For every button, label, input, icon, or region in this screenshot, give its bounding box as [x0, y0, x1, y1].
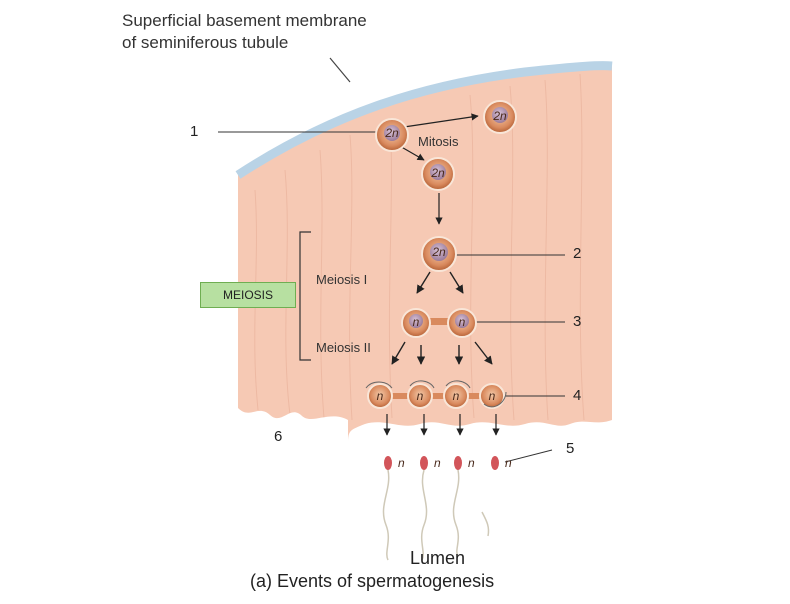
- tissue-edge: [238, 408, 348, 444]
- meiosis1-arrow-left: [416, 271, 431, 294]
- daughter-cell-top: 2n: [483, 100, 517, 134]
- svg-text:n: n: [377, 389, 384, 403]
- meiosis-bracket: [299, 231, 311, 361]
- daughter-bottom-ploidy: 2n: [430, 166, 445, 180]
- membrane-label-line2: of seminiferous tubule: [122, 33, 289, 52]
- callout-3: 3: [573, 313, 582, 330]
- spermatogonium-ploidy: 2n: [384, 126, 399, 140]
- callout-4: 4: [573, 387, 582, 404]
- spermatogonium-cell: 2n: [375, 118, 409, 152]
- sperm-3: n: [452, 456, 475, 557]
- secondary-left-ploidy: n: [413, 315, 420, 329]
- leader-5: [504, 449, 553, 463]
- sperm-1: n: [382, 456, 405, 561]
- basement-membrane: [235, 61, 613, 179]
- meiosis1-arrow-right: [449, 271, 464, 294]
- callout-2: 2: [573, 245, 582, 262]
- mitosis-arrow-top: [403, 113, 479, 128]
- figure-caption: (a) Events of spermatogenesis: [250, 571, 495, 591]
- svg-text:n: n: [434, 456, 441, 470]
- spermatid-3: n: [443, 380, 471, 409]
- svg-text:n: n: [417, 389, 424, 403]
- meiosis-2-label: Meiosis II: [316, 340, 371, 355]
- spermatid-1: n: [365, 381, 393, 409]
- daughter-cell-bottom: 2n: [421, 157, 455, 191]
- sperm-cells: n n n n: [382, 456, 512, 561]
- callout-1: 1: [190, 123, 199, 140]
- meiosis-1-label: Meiosis I: [316, 272, 368, 287]
- primary-spermatocyte: 2n: [421, 236, 457, 272]
- svg-text:n: n: [398, 456, 405, 470]
- spermatid-4: n: [479, 383, 507, 409]
- meiosis2-arrow-1: [391, 341, 406, 365]
- meiosis2-arrow-4: [474, 341, 493, 365]
- spermatids: n n n n: [365, 380, 507, 409]
- svg-text:n: n: [468, 456, 475, 470]
- svg-text:n: n: [489, 389, 496, 403]
- sperm-4: n: [481, 456, 512, 537]
- lumen-label: Lumen: [410, 548, 466, 568]
- daughter-top-ploidy: 2n: [492, 109, 507, 123]
- svg-text:n: n: [505, 456, 512, 470]
- mitosis-label: Mitosis: [418, 134, 459, 149]
- membrane-leader-line: [329, 57, 351, 83]
- svg-text:n: n: [453, 389, 460, 403]
- meiosis-box: MEIOSIS: [200, 282, 296, 308]
- sperm-2: n: [420, 456, 441, 561]
- secondary-right-ploidy: n: [459, 315, 466, 329]
- membrane-label-line1: Superficial basement membrane: [122, 11, 367, 30]
- secondary-spermatocytes: n n: [401, 308, 477, 338]
- callout-5: 5: [566, 440, 575, 457]
- primary-ploidy: 2n: [431, 245, 446, 259]
- callout-6: 6: [274, 428, 283, 445]
- spermatid-2: n: [407, 380, 435, 409]
